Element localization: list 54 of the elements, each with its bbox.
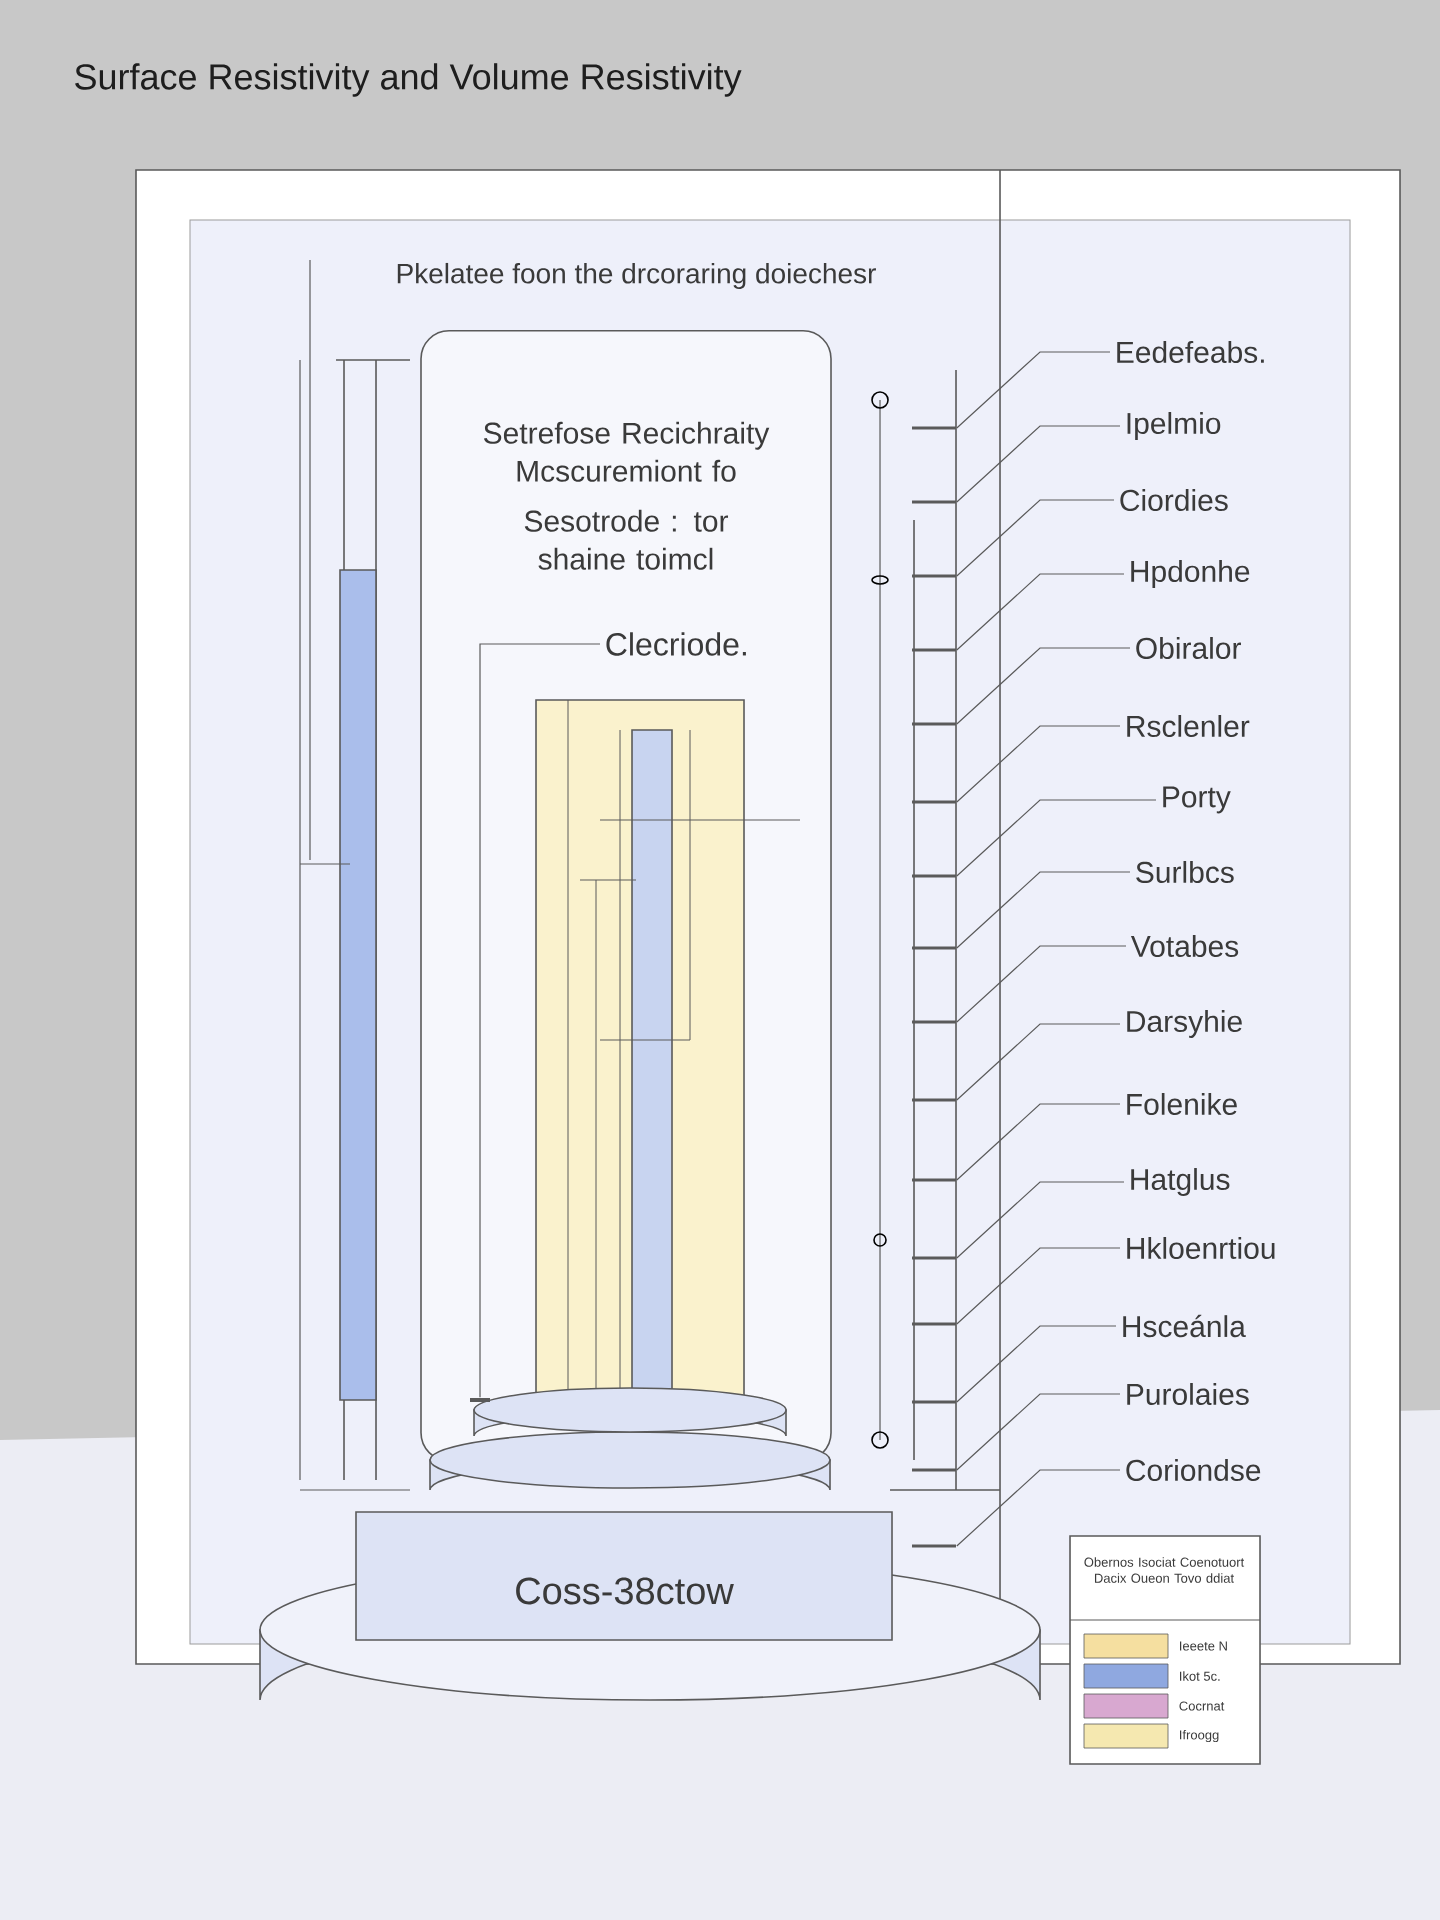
leader-line: [956, 1181, 1125, 1259]
part-label: Clecriode.: [606, 632, 746, 656]
base-cylinder: Coss-38ctow: [355, 1511, 893, 1641]
leader-line: [956, 945, 1127, 1023]
part-label: Hpdonhe: [1131, 560, 1250, 588]
part-label: Porty: [1163, 786, 1231, 814]
tick-mark: [912, 574, 956, 578]
part-label: Hkloenrtiou: [1127, 1237, 1275, 1259]
part-label: Darsyhie: [1127, 1010, 1242, 1038]
part-label: Hsceánla: [1123, 1314, 1246, 1338]
tick-mark: [912, 1544, 956, 1548]
leader-line: [956, 799, 1157, 877]
leader-line: [956, 1023, 1121, 1101]
tick-mark: [912, 800, 956, 804]
tick-mark: [912, 1468, 956, 1472]
part-label: Purolaies: [1127, 1383, 1249, 1405]
leader-line: [479, 643, 601, 1398]
leader-line: [956, 351, 1111, 429]
tick-mark: [912, 946, 956, 950]
leader-line: [956, 573, 1125, 651]
tick-mark: [912, 722, 956, 726]
part-label: Ipelmio: [1127, 412, 1221, 440]
board-heading: Pkelatee foon the drcoraring doiechesr: [397, 262, 876, 290]
leader-line: [956, 425, 1121, 503]
leader-line: [956, 725, 1121, 803]
leader-line: [956, 1393, 1121, 1471]
tick-mark: [912, 1322, 956, 1326]
leader-line: [956, 499, 1115, 577]
title: Surface Resistivity and Volume Resistivity: [75, 63, 742, 97]
tick-mark: [912, 1256, 956, 1260]
leader-line: [956, 871, 1131, 949]
leader-line: [956, 1469, 1121, 1547]
leader-line: [956, 1103, 1121, 1181]
part-label: Hatglus: [1131, 1168, 1230, 1196]
tick-mark: [470, 1398, 490, 1402]
tick-mark: [912, 1178, 956, 1182]
part-label: Obiralor: [1136, 637, 1241, 659]
tick-mark: [912, 500, 956, 504]
tick-mark: [912, 426, 956, 430]
tick-mark: [912, 1098, 956, 1102]
tick-mark: [912, 648, 956, 652]
leader-line: [956, 647, 1131, 725]
tick-mark: [912, 874, 956, 878]
part-label: Surlbcs: [1136, 861, 1234, 883]
tick-mark: [912, 1400, 956, 1404]
part-label: Coriondse: [1126, 1459, 1261, 1481]
part-label: Eedefeabs.: [1117, 341, 1264, 363]
part-label: Rsclenler: [1127, 715, 1250, 737]
tick-mark: [912, 1020, 956, 1024]
leader-line: [956, 1247, 1121, 1325]
leader-line: [956, 1325, 1117, 1403]
part-label: Votabes: [1130, 935, 1239, 957]
part-label: Folenike: [1127, 1093, 1237, 1115]
part-label: Ciordies: [1120, 489, 1228, 511]
